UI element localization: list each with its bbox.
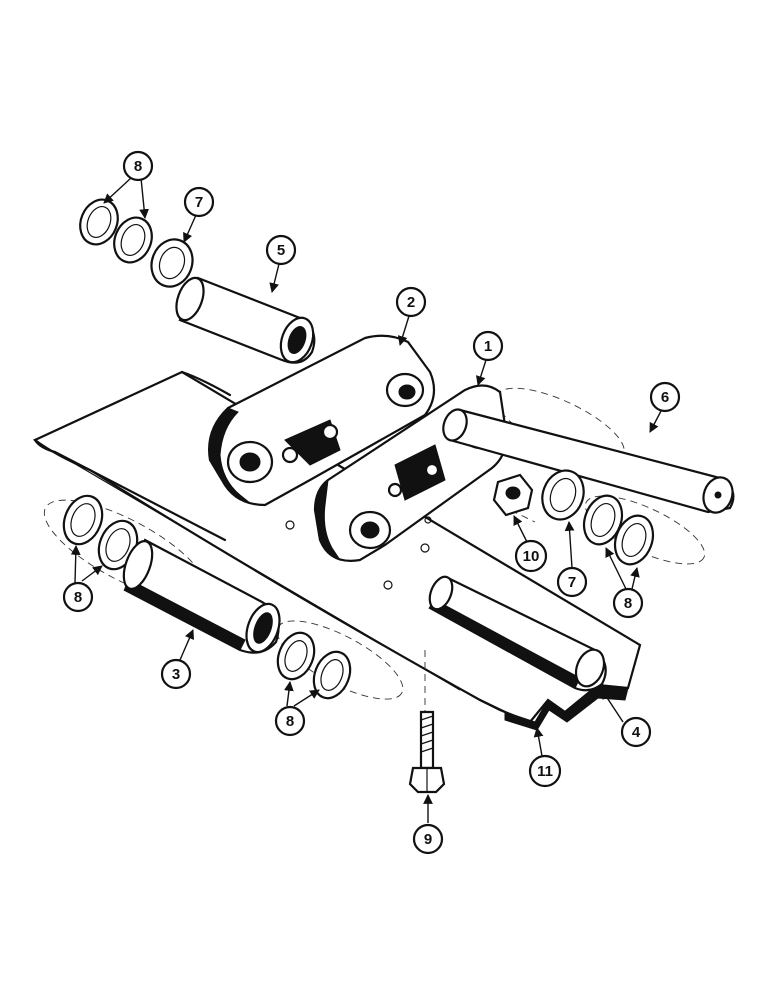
- svg-text:2: 2: [407, 294, 415, 311]
- svg-text:7: 7: [568, 574, 576, 591]
- callout-8-right: 8: [612, 587, 644, 619]
- callout-11: 11: [528, 754, 562, 788]
- callout-5: 5: [265, 234, 297, 266]
- svg-text:7: 7: [195, 194, 203, 211]
- bushing-part-5: [175, 276, 316, 364]
- track-link-left: [208, 334, 436, 507]
- svg-text:1: 1: [484, 338, 492, 355]
- svg-text:10: 10: [523, 548, 540, 565]
- callout-4: 4: [620, 716, 652, 748]
- callout-8-left: 8: [62, 581, 94, 613]
- svg-text:11: 11: [537, 763, 553, 780]
- svg-text:8: 8: [624, 595, 632, 612]
- pin-part-4: [428, 575, 607, 692]
- svg-text:6: 6: [661, 389, 669, 406]
- svg-text:8: 8: [286, 713, 294, 730]
- rings-part-8-bottom: [276, 631, 352, 700]
- rings-part-8-right: [582, 494, 655, 566]
- callout-6: 6: [649, 381, 681, 413]
- rings-part-8-top: [79, 198, 153, 264]
- callout-7-right: 7: [556, 566, 588, 598]
- svg-text:8: 8: [74, 589, 82, 606]
- svg-text:8: 8: [134, 158, 142, 175]
- leader-lines: [70, 177, 662, 823]
- callout-9: 9: [412, 823, 444, 855]
- callout-10: 10: [514, 539, 548, 573]
- callout-8-bottom: 8: [274, 705, 306, 737]
- rings-part-8-left: [62, 494, 139, 571]
- seal-part-7-top: [150, 238, 194, 288]
- callout-3: 3: [160, 658, 192, 690]
- seal-part-7-right: [541, 469, 585, 521]
- svg-text:9: 9: [424, 831, 432, 848]
- svg-text:4: 4: [632, 724, 641, 741]
- nut-part-10: [492, 473, 534, 517]
- callout-1: 1: [472, 330, 504, 362]
- bolt-part-9: [408, 710, 446, 794]
- callout-2: 2: [395, 286, 427, 318]
- svg-text:3: 3: [172, 666, 180, 683]
- bushing-part-3: [122, 538, 281, 654]
- svg-text:5: 5: [277, 242, 285, 259]
- pin-part-6: [442, 408, 735, 514]
- callout-8-top: 8: [122, 150, 154, 182]
- callout-7-top: 7: [183, 186, 215, 218]
